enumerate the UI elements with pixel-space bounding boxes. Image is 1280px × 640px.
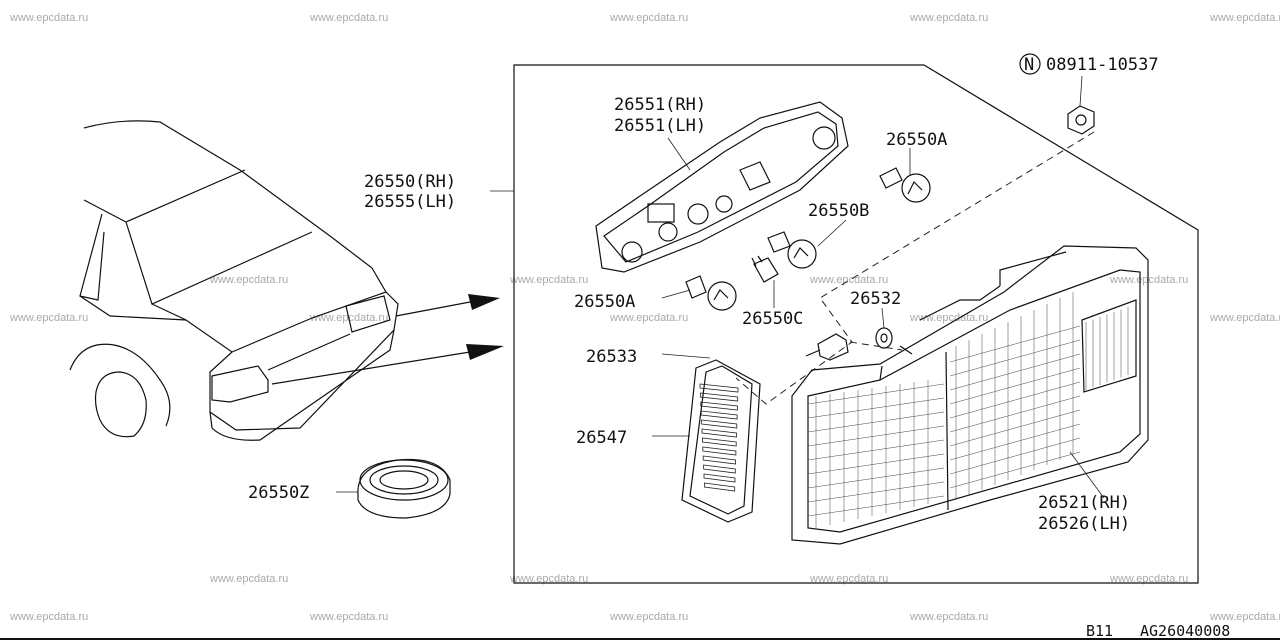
seal-ring-part xyxy=(357,458,451,519)
watermark: www.epcdata.ru xyxy=(1109,274,1188,286)
lens-grid-line xyxy=(807,411,945,433)
car-rear-illustration xyxy=(69,120,399,441)
bulb-26550c xyxy=(751,255,779,283)
watermark: www.epcdata.ru xyxy=(309,611,388,623)
assembly-lines xyxy=(735,131,1095,405)
watermark: www.epcdata.ru xyxy=(909,312,988,324)
label-26550c: 26550C xyxy=(742,309,803,329)
watermark: www.epcdata.ru xyxy=(1209,12,1280,24)
footer: B11 AG26040008 xyxy=(0,622,1280,640)
callout-leaders xyxy=(336,75,1105,499)
watermark: www.epcdata.ru xyxy=(209,573,288,585)
label-26526-lh: 26526(LH) xyxy=(1038,514,1130,534)
lens-grid-line xyxy=(807,495,945,517)
standard-part-symbol xyxy=(1019,53,1041,75)
label-26550a-mid: 26550A xyxy=(574,292,635,312)
label-26533: 26533 xyxy=(586,347,637,367)
watermark: www.epcdata.ru xyxy=(9,611,88,623)
label-26555-lh: 26555(LH) xyxy=(364,192,456,212)
lens-grid-line xyxy=(949,353,1081,391)
exploded-view-frame xyxy=(513,64,1199,584)
label-26521-rh: 26521(RH) xyxy=(1038,493,1130,513)
label-26551-rh: 26551(RH) xyxy=(614,95,706,115)
combination-lamp-lens xyxy=(791,245,1149,545)
lens-grid-line xyxy=(949,437,1081,475)
gasket-slot xyxy=(702,455,736,465)
watermark: www.epcdata.ru xyxy=(9,12,88,24)
watermark: www.epcdata.ru xyxy=(1209,312,1280,324)
gasket-slot xyxy=(704,482,736,492)
label-08911-10537: 08911-10537 xyxy=(1046,55,1159,75)
gasket-slot xyxy=(701,428,737,438)
reflector-part xyxy=(681,359,761,523)
watermark: www.epcdata.ru xyxy=(509,274,588,286)
gasket-slot xyxy=(703,473,736,483)
lens-grid-line xyxy=(949,381,1081,419)
watermark: www.epcdata.ru xyxy=(609,312,688,324)
bulb-26550b xyxy=(767,231,817,269)
figure-code: AG26040008 xyxy=(1140,622,1230,640)
watermark: www.epcdata.ru xyxy=(209,274,288,286)
label-26532: 26532 xyxy=(850,289,901,309)
lamp-base-part xyxy=(595,101,849,273)
lens-grid-line xyxy=(949,325,1081,363)
watermark: www.epcdata.ru xyxy=(809,573,888,585)
watermark: www.epcdata.ru xyxy=(809,274,888,286)
label-26550z: 26550Z xyxy=(248,483,309,503)
gasket-slot xyxy=(702,446,737,456)
gasket-slot xyxy=(701,419,738,429)
gasket-slot xyxy=(700,410,738,420)
label-26550-rh: 26550(RH) xyxy=(364,172,456,192)
watermark-layer: www.epcdata.ru www.epcdata.ru www.epcdat… xyxy=(9,12,1280,623)
lens-grid-line xyxy=(807,467,945,489)
lens-grid xyxy=(807,292,1129,528)
label-26550a-top: 26550A xyxy=(886,130,947,150)
label-26551-lh: 26551(LH) xyxy=(614,116,706,136)
watermark: www.epcdata.ru xyxy=(309,12,388,24)
watermark: www.epcdata.ru xyxy=(1209,611,1280,623)
watermark: www.epcdata.ru xyxy=(609,12,688,24)
leader-arrows xyxy=(271,294,504,385)
nut-callout: N 08911-10537 xyxy=(1019,53,1159,75)
lens-grid-line xyxy=(807,397,945,419)
label-26550b: 26550B xyxy=(808,201,869,221)
washer-26532 xyxy=(875,327,893,349)
lens-grid-line xyxy=(807,481,945,503)
lens-grid-line xyxy=(807,453,945,475)
watermark: www.epcdata.ru xyxy=(9,312,88,324)
gasket-slot xyxy=(700,401,738,411)
lens-grid-line xyxy=(949,423,1081,461)
gasket-slot xyxy=(700,392,739,402)
lens-grid-line xyxy=(949,451,1081,489)
watermark: www.epcdata.ru xyxy=(1109,573,1188,585)
lens-grid-line xyxy=(949,339,1081,377)
lens-grid-line xyxy=(807,383,945,405)
bulb-26550a-mid xyxy=(685,275,737,311)
standard-part-letter: N xyxy=(1024,55,1034,75)
part-labels: 26550(RH) 26555(LH) 26551(RH) 26551(LH) … xyxy=(248,95,1130,534)
lens-grid-line xyxy=(949,409,1081,447)
model-code: B11 xyxy=(1086,622,1113,640)
screw-part xyxy=(805,333,849,361)
lens-grid-line xyxy=(949,395,1081,433)
gasket-slots xyxy=(699,383,739,492)
gasket-slot xyxy=(703,464,736,474)
nut-part xyxy=(1067,105,1095,135)
bulb-26550a-top xyxy=(879,167,931,203)
watermark: www.epcdata.ru xyxy=(509,573,588,585)
watermark: www.epcdata.ru xyxy=(909,12,988,24)
lens-grid-line xyxy=(807,439,945,461)
lens-grid-line xyxy=(807,425,945,447)
lens-grid-line xyxy=(949,367,1081,405)
label-26547: 26547 xyxy=(576,428,627,448)
gasket-slot xyxy=(699,383,739,393)
gasket-slot xyxy=(702,437,737,447)
watermark: www.epcdata.ru xyxy=(909,611,988,623)
watermark: www.epcdata.ru xyxy=(609,611,688,623)
